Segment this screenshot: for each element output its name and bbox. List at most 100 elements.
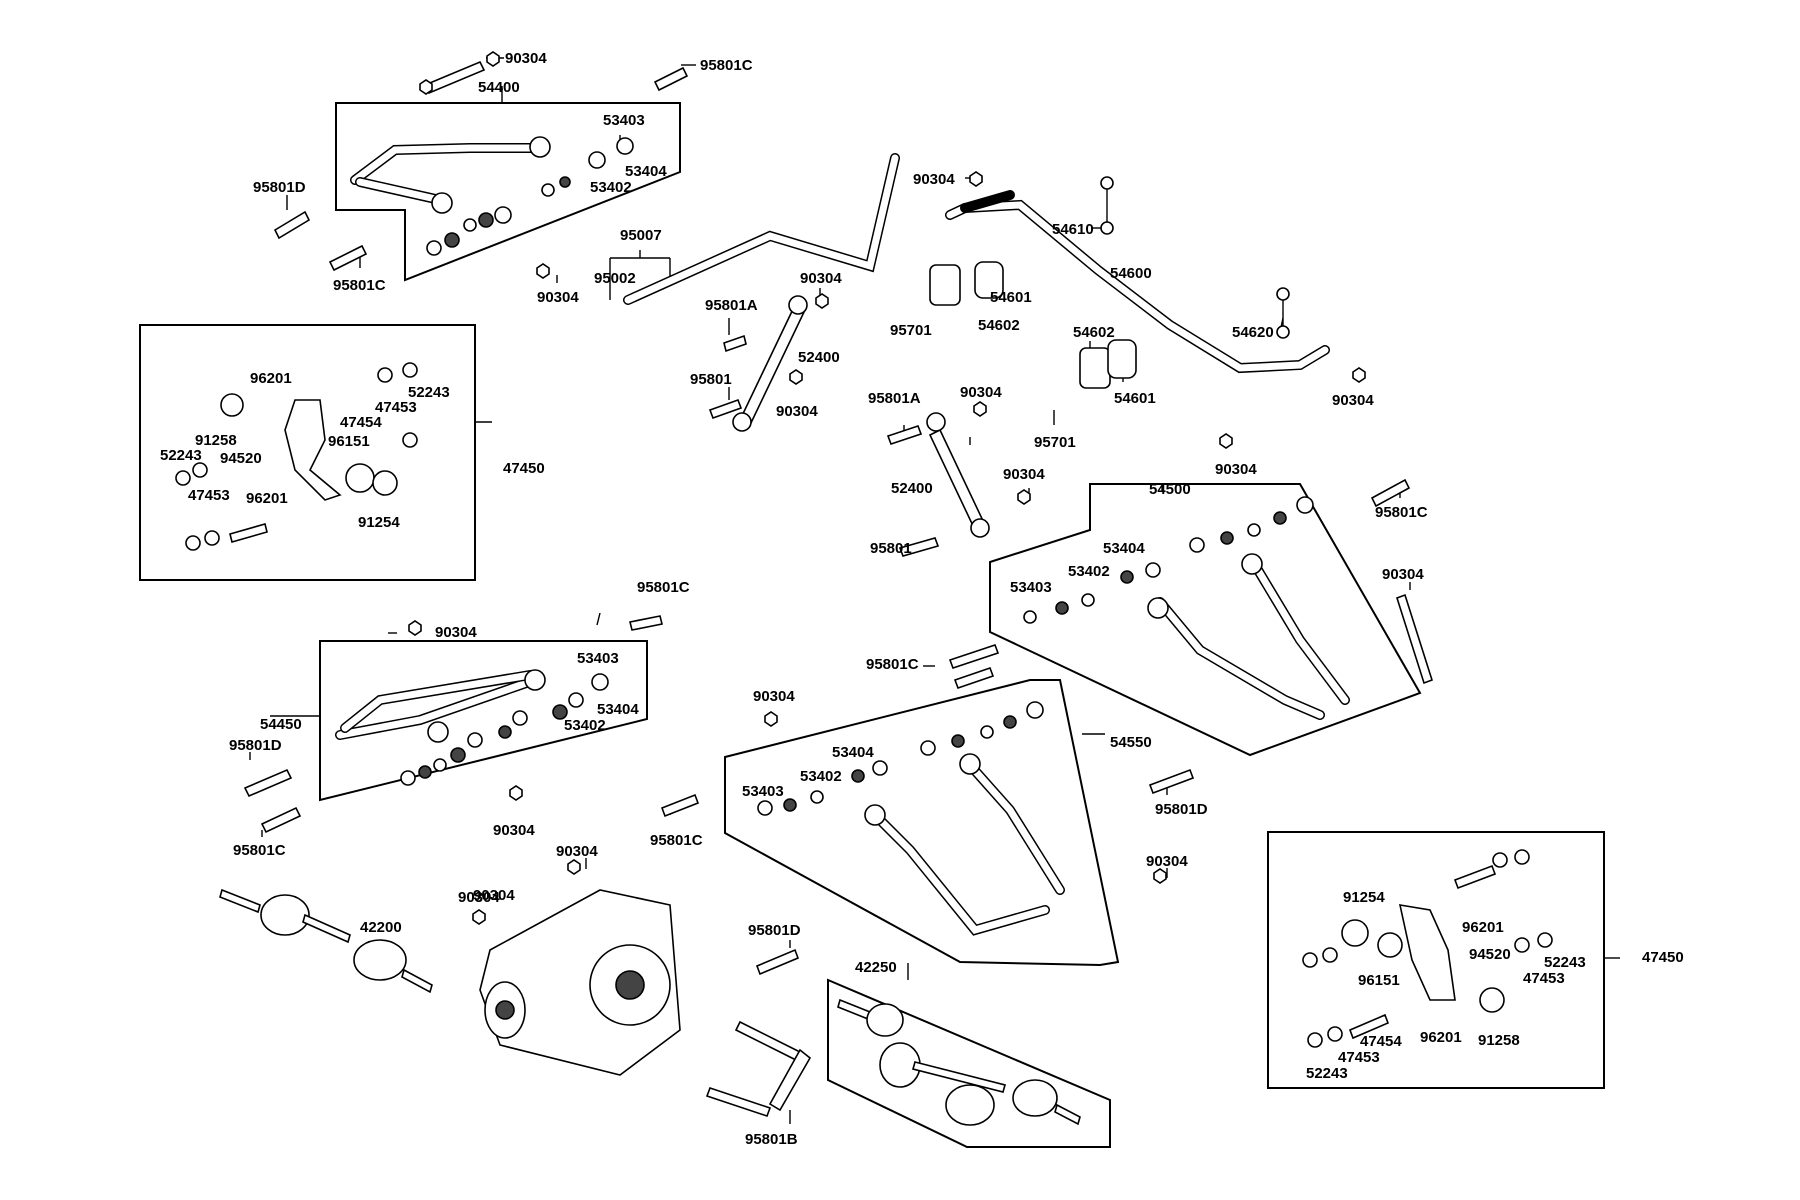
label-95801C: 95801C xyxy=(650,832,703,849)
label-90304: 90304 xyxy=(1332,392,1374,409)
label-96201: 96201 xyxy=(250,370,292,387)
label-91254: 91254 xyxy=(1343,889,1385,906)
label-52400: 52400 xyxy=(798,349,840,366)
driveshaft-42250-frame xyxy=(827,978,1111,1148)
label-90304: 90304 xyxy=(537,289,579,306)
label-90304: 90304 xyxy=(776,403,818,420)
label-47450: 47450 xyxy=(503,460,545,477)
label-54601: 54601 xyxy=(1114,390,1156,407)
label-95801D: 95801D xyxy=(229,737,282,754)
label-91258: 91258 xyxy=(1478,1032,1520,1049)
label-95801C: 95801C xyxy=(637,579,690,596)
label-90304: 90304 xyxy=(913,171,955,188)
knuckle-right-shapes xyxy=(1302,849,1553,1048)
label-54600: 54600 xyxy=(1110,265,1152,282)
label-47453: 47453 xyxy=(188,487,230,504)
label-94520: 94520 xyxy=(1469,946,1511,963)
label-47453: 47453 xyxy=(1523,970,1565,987)
label-95801D: 95801D xyxy=(748,922,801,939)
lower-arm-54500-shape xyxy=(1023,496,1350,720)
part-number-labels: 90304 95801C 54400 53403 53404 53402 958… xyxy=(160,50,1684,1148)
label-90304: 90304 xyxy=(1215,461,1257,478)
label-53402: 53402 xyxy=(590,179,632,196)
upper-arm-54450-shape xyxy=(335,669,609,786)
label-54610: 54610 xyxy=(1052,221,1094,238)
label-95801C: 95801C xyxy=(866,656,919,673)
label-95801B: 95801B xyxy=(745,1131,798,1148)
label-91258: 91258 xyxy=(195,432,237,449)
label-53403: 53403 xyxy=(603,112,645,129)
label-53404: 53404 xyxy=(832,744,874,761)
label-47453: 47453 xyxy=(375,399,417,416)
label-54500: 54500 xyxy=(1149,481,1191,498)
nut-shapes xyxy=(408,51,1366,925)
label-54620: 54620 xyxy=(1232,324,1274,341)
label-95801A: 95801A xyxy=(868,390,921,407)
label-90304: 90304 xyxy=(435,624,477,641)
label-54550: 54550 xyxy=(1110,734,1152,751)
label-54450: 54450 xyxy=(260,716,302,733)
label-96201: 96201 xyxy=(1420,1029,1462,1046)
label-90304: 90304 xyxy=(1146,853,1188,870)
label-95801A: 95801A xyxy=(705,297,758,314)
label-91254: 91254 xyxy=(358,514,400,531)
label-53404: 53404 xyxy=(625,163,667,180)
label-54601: 54601 xyxy=(990,289,1032,306)
label-95801C: 95801C xyxy=(333,277,386,294)
label-52400: 52400 xyxy=(891,480,933,497)
label-53404: 53404 xyxy=(597,701,639,718)
label-54400: 54400 xyxy=(478,79,520,96)
label-95801C: 95801C xyxy=(1375,504,1428,521)
label-52243: 52243 xyxy=(1544,954,1586,971)
label-53403: 53403 xyxy=(1010,579,1052,596)
lower-arm-54500-frame xyxy=(989,483,1422,757)
label-95801C: 95801C xyxy=(233,842,286,859)
label-95701: 95701 xyxy=(1034,434,1076,451)
label-95007: 95007 xyxy=(620,227,662,244)
label-47453: 47453 xyxy=(1338,1049,1380,1066)
label-90304: 90304 xyxy=(800,270,842,287)
stabilizer-bar-shapes xyxy=(623,153,1330,389)
driveshaft-42250-shape xyxy=(837,998,1081,1126)
label-95801D: 95801D xyxy=(1155,801,1208,818)
label-95801: 95801 xyxy=(870,540,912,557)
label-95801D: 95801D xyxy=(253,179,306,196)
label-94520: 94520 xyxy=(220,450,262,467)
label-90304: 90304 xyxy=(1003,466,1045,483)
label-90304: 90304 xyxy=(493,822,535,839)
label-42200: 42200 xyxy=(360,919,402,936)
label-52243: 52243 xyxy=(408,384,450,401)
label-54602: 54602 xyxy=(978,317,1020,334)
upper-arm-54400-frame xyxy=(335,102,681,282)
shock-absorber-shapes xyxy=(732,295,990,538)
knuckle-47450-left-frame xyxy=(139,324,476,581)
label-96151: 96151 xyxy=(1358,972,1400,989)
label-90304: 90304 xyxy=(556,843,598,860)
label-52243: 52243 xyxy=(1306,1065,1348,1082)
label-96151: 96151 xyxy=(328,433,370,450)
driveshaft-42200-shape xyxy=(219,888,433,994)
label-95801: 95801 xyxy=(690,371,732,388)
knuckle-47450-right-frame xyxy=(1267,831,1605,1089)
label-90304: 90304 xyxy=(753,688,795,705)
upper-arm-54450-frame xyxy=(319,640,648,802)
bolt-shapes xyxy=(243,60,1433,1118)
rear-gearbox-shape xyxy=(479,889,681,1076)
label-95801C: 95801C xyxy=(700,57,753,74)
label-42250: 42250 xyxy=(855,959,897,976)
label-53403: 53403 xyxy=(742,783,784,800)
label-96201: 96201 xyxy=(246,490,288,507)
label-47454: 47454 xyxy=(340,414,382,431)
lower-arm-54550-frame xyxy=(724,679,1120,967)
label-90304: 90304 xyxy=(1382,566,1424,583)
label-96201: 96201 xyxy=(1462,919,1504,936)
label-90304: 90304 xyxy=(473,887,515,904)
lower-arm-54550-shape xyxy=(757,701,1065,936)
label-53402: 53402 xyxy=(1068,563,1110,580)
label-54602: 54602 xyxy=(1073,324,1115,341)
label-95002: 95002 xyxy=(594,270,636,287)
label-53404: 53404 xyxy=(1103,540,1145,557)
label-53402: 53402 xyxy=(564,717,606,734)
label-47454: 47454 xyxy=(1360,1033,1402,1050)
